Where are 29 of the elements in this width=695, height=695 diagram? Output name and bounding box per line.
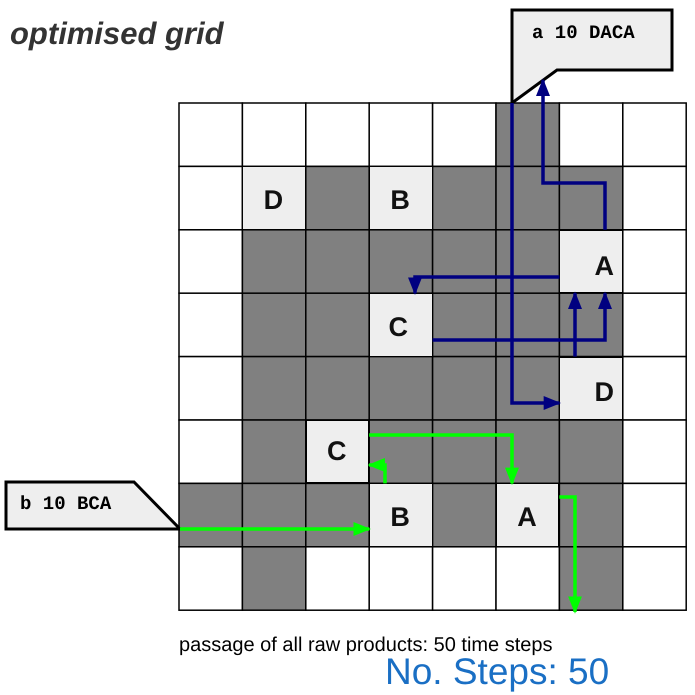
path-arrow: [536, 78, 607, 230]
product-cell: [242, 166, 306, 230]
cell-letter: C: [388, 314, 408, 342]
diagram-title: optimised grid: [10, 16, 224, 52]
path-arrow: [367, 458, 387, 484]
product-cell: [369, 166, 433, 230]
callout-text: a 10 DACA: [532, 24, 635, 43]
cell-letter: A: [594, 252, 614, 280]
path-arrow: [369, 433, 519, 486]
product-cell: [369, 483, 433, 547]
callout-text: b 10 BCA: [20, 495, 112, 514]
cell-letter: A: [517, 504, 537, 532]
path-arrow: [559, 495, 582, 614]
product-cell: [559, 356, 623, 420]
path-arrow: [568, 291, 582, 357]
path-arrow: [180, 522, 371, 536]
cell-letter: B: [390, 504, 410, 532]
caption-note: passage of all raw products: 50 time steps: [179, 634, 553, 656]
path-arrow: [510, 103, 562, 410]
cell-letter: D: [264, 187, 284, 214]
cell-letter: D: [594, 379, 614, 406]
product-cell: [306, 420, 370, 484]
path-arrow: [432, 291, 612, 342]
product-cell: [369, 293, 433, 357]
path-arrow: [408, 275, 560, 295]
cell-letter: B: [390, 187, 410, 214]
product-cell: [496, 483, 560, 547]
cell-letter: C: [326, 438, 346, 465]
product-cell: [559, 230, 623, 294]
